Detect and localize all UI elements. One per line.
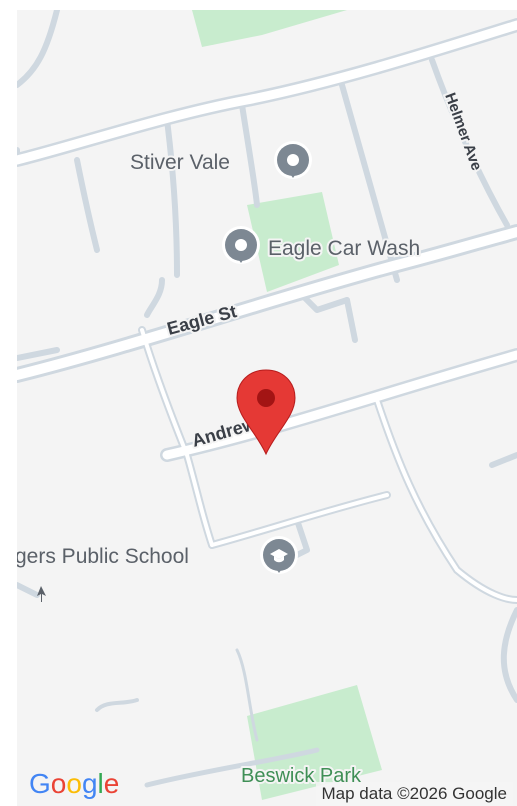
logo-letter: l: [97, 768, 104, 799]
logo-letter: o: [50, 768, 67, 799]
map-canvas[interactable]: Helmer Ave Eagle St Andrew St Stiver Val…: [17, 10, 517, 806]
poi-public-school[interactable]: gers Public School: [17, 536, 298, 574]
road-label-eagle-st: Eagle St: [165, 301, 239, 339]
map-attribution[interactable]: Map data ©2026 Google: [315, 782, 513, 806]
road-label-helmer-ave: Helmer Ave: [441, 91, 485, 173]
poi-stiver-vale[interactable]: Stiver Vale: [128, 141, 312, 179]
park-areas: [192, 10, 382, 800]
road-fills: [17, 20, 517, 602]
google-logo: Google: [29, 768, 119, 800]
poi-label-eagle-car-wash: Eagle Car Wash: [268, 237, 420, 260]
logo-letter: g: [81, 768, 98, 799]
poi-label-stiver-vale: Stiver Vale: [130, 151, 230, 174]
poi-eagle-car-wash[interactable]: Eagle Car Wash: [222, 226, 422, 264]
place-pin-icon: [274, 141, 312, 179]
logo-letter: e: [103, 768, 120, 799]
logo-letter: o: [66, 768, 82, 799]
park-top-2: [192, 10, 347, 47]
place-pin-icon: [222, 226, 260, 264]
one-way-arrow-icon: [37, 586, 46, 602]
poi-label-school: gers Public School: [17, 545, 189, 568]
logo-letter: G: [29, 768, 51, 799]
park-car-wash: [247, 192, 339, 292]
map-marker-pin-icon[interactable]: [236, 369, 296, 456]
park-beswick: [247, 685, 382, 800]
school-icon: [260, 536, 298, 574]
